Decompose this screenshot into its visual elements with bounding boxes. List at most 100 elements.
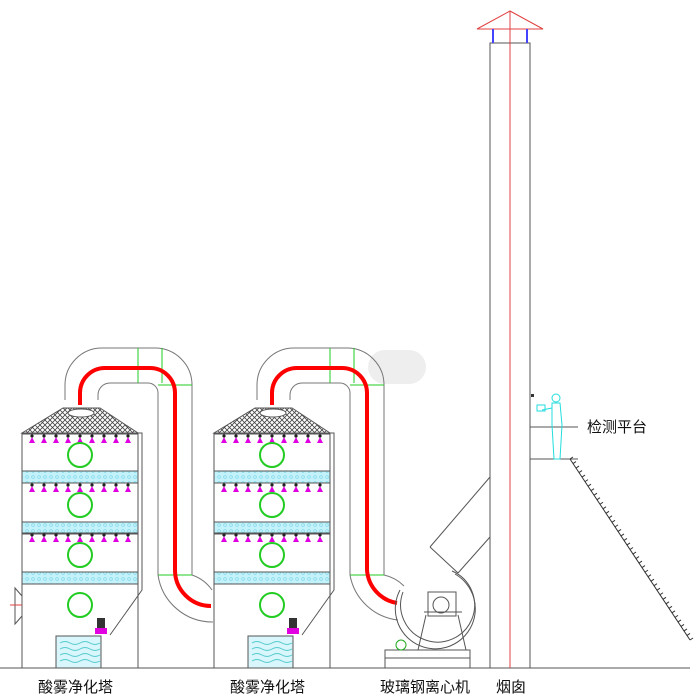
inspection-window bbox=[259, 542, 285, 568]
person-icon bbox=[536, 393, 563, 460]
packing-layer bbox=[21, 521, 139, 535]
spray-nozzle-icon bbox=[53, 437, 59, 443]
spray-nozzle-icon bbox=[41, 486, 47, 492]
spray-nozzle-icon bbox=[269, 486, 275, 492]
spray-nozzle-icon bbox=[233, 437, 239, 443]
inspection-window bbox=[259, 592, 285, 618]
spray-nozzle-icon bbox=[317, 486, 323, 492]
spray-nozzle-icon bbox=[77, 437, 83, 443]
ladder-rung bbox=[689, 637, 694, 641]
spray-nozzle-icon bbox=[257, 536, 263, 542]
spray-nozzle-icon bbox=[257, 486, 263, 492]
packing-layer bbox=[213, 521, 331, 535]
label-tower-1: 酸雾净化塔 bbox=[38, 678, 113, 696]
spray-nozzle-icon bbox=[281, 437, 287, 443]
ladder-rung bbox=[674, 614, 679, 618]
spray-nozzle-icon bbox=[65, 486, 71, 492]
spray-nozzle-icon bbox=[245, 536, 251, 542]
spray-nozzle-icon bbox=[281, 536, 287, 542]
ladder-rung bbox=[635, 556, 640, 559]
spray-nozzle-icon bbox=[41, 536, 47, 542]
spray-nozzle-icon bbox=[113, 437, 119, 443]
spray-nozzle-icon bbox=[221, 437, 227, 443]
ladder-rung bbox=[620, 533, 625, 537]
chimney bbox=[476, 10, 544, 669]
ladder-rung bbox=[665, 601, 670, 605]
inspection-window bbox=[259, 492, 285, 518]
ladder-rung bbox=[617, 528, 622, 532]
spray-nozzle-icon bbox=[53, 536, 59, 542]
spray-nozzle-icon bbox=[221, 536, 227, 542]
spray-nozzle-icon bbox=[257, 437, 263, 443]
label-fan: 玻璃钢离心机 bbox=[380, 678, 470, 696]
pump-icon bbox=[289, 618, 297, 628]
side-pipe bbox=[109, 432, 143, 636]
ladder-rung bbox=[626, 542, 631, 546]
motor-icon bbox=[395, 639, 407, 651]
scrubber-tower-2 bbox=[212, 407, 335, 669]
inspection-window bbox=[259, 442, 285, 468]
spray-nozzle-icon bbox=[53, 486, 59, 492]
ladder-rung bbox=[647, 574, 652, 578]
spray-nozzle-icon bbox=[245, 437, 251, 443]
ladder-rung bbox=[632, 551, 637, 555]
spray-nozzle-icon bbox=[101, 437, 107, 443]
spray-nozzle-icon bbox=[65, 437, 71, 443]
ladder-rung bbox=[653, 583, 658, 587]
packing-layer bbox=[213, 571, 331, 585]
ladder-rung bbox=[662, 596, 667, 600]
ladder-rung bbox=[671, 610, 676, 614]
spray-nozzle-icon bbox=[245, 486, 251, 492]
roof-outlet bbox=[67, 408, 95, 418]
ladder-rung bbox=[569, 456, 574, 460]
spray-nozzle-icon bbox=[125, 536, 131, 542]
tower-body bbox=[213, 432, 331, 669]
spray-nozzle-icon bbox=[293, 437, 299, 443]
ladder-rung bbox=[575, 465, 580, 469]
spray-nozzle-icon bbox=[29, 536, 35, 542]
inspection-window bbox=[67, 542, 93, 568]
spray-nozzle-icon bbox=[125, 437, 131, 443]
ladder-rung bbox=[584, 479, 589, 483]
tower-body bbox=[21, 432, 139, 669]
spray-nozzle-icon bbox=[233, 486, 239, 492]
ladder-rung bbox=[668, 605, 673, 609]
ladder-rung bbox=[644, 569, 649, 573]
packing-layer bbox=[213, 470, 331, 484]
inspection-window bbox=[67, 492, 93, 518]
water-tank bbox=[55, 635, 102, 669]
ladder-rung bbox=[656, 587, 661, 591]
ladder-rung bbox=[590, 488, 595, 492]
ladder-rung bbox=[602, 506, 607, 510]
pump-icon bbox=[97, 618, 105, 628]
label-platform: 检测平台 bbox=[587, 418, 647, 436]
spray-nozzle-icon bbox=[89, 437, 95, 443]
ladder-rung bbox=[611, 519, 616, 523]
ladder-rung bbox=[608, 515, 613, 519]
spray-nozzle-icon bbox=[65, 536, 71, 542]
ladder-rung bbox=[623, 538, 628, 541]
ladder-rung bbox=[599, 501, 604, 505]
spray-nozzle-icon bbox=[101, 536, 107, 542]
ladder-rung bbox=[659, 592, 664, 596]
ladder-rung bbox=[596, 497, 601, 501]
spray-nozzle-icon bbox=[125, 486, 131, 492]
spray-nozzle-icon bbox=[269, 536, 275, 542]
ladder-rung bbox=[677, 619, 682, 623]
shadow-artifact bbox=[368, 350, 426, 384]
ladder-rung bbox=[641, 565, 646, 569]
ladder-rung bbox=[578, 470, 583, 473]
spray-nozzle-icon bbox=[293, 486, 299, 492]
spray-nozzle-icon bbox=[317, 437, 323, 443]
connecting-duct bbox=[64, 347, 213, 608]
spray-nozzle-icon bbox=[305, 437, 311, 443]
water-tank bbox=[247, 635, 294, 669]
inspection-window bbox=[67, 442, 93, 468]
spray-nozzle-icon bbox=[41, 437, 47, 443]
spray-nozzle-icon bbox=[317, 536, 323, 542]
packing-layer bbox=[21, 571, 139, 585]
spray-nozzle-icon bbox=[281, 486, 287, 492]
spray-nozzle-icon bbox=[113, 536, 119, 542]
packing-layer bbox=[21, 470, 139, 484]
